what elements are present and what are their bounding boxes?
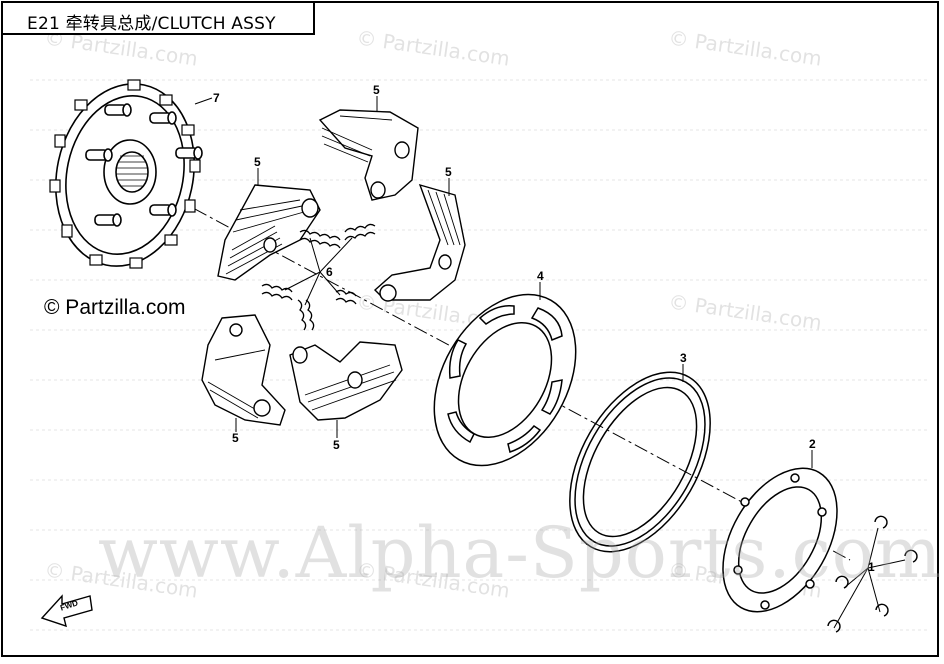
callout-5: 5 <box>333 438 340 452</box>
callout-5: 5 <box>373 83 380 97</box>
callout-2: 2 <box>809 437 816 451</box>
clutch-shoe-part <box>318 109 419 201</box>
callout-1: 1 <box>868 560 875 574</box>
copyright-text: © Partzilla.com <box>44 296 186 319</box>
callout-5: 5 <box>232 431 239 445</box>
friction-ring-part <box>569 371 711 553</box>
watermark-alpha-sports: www.Alpha-Sports.com <box>98 512 943 594</box>
clutch-spring-part <box>261 223 376 331</box>
callout-6: 6 <box>326 265 333 279</box>
callout-7: 7 <box>213 91 220 105</box>
clutch-shoe-part <box>289 341 403 421</box>
callout-5: 5 <box>445 165 452 179</box>
callout-4: 4 <box>537 269 544 283</box>
clutch-shoe-part <box>217 184 321 281</box>
clutch-shoe-part <box>201 314 286 426</box>
retainer-plate-part <box>722 467 838 613</box>
circlip-part <box>827 515 918 633</box>
callout-5: 5 <box>254 155 261 169</box>
page-title: E21 牵转具总成/CLUTCH ASSY <box>27 14 276 34</box>
fwd-arrow-icon <box>40 594 93 628</box>
title-box: E21 牵转具总成/CLUTCH ASSY <box>3 3 315 35</box>
callout-3: 3 <box>680 351 687 365</box>
clutch-shoe-part <box>373 183 466 302</box>
clutch-drum-part <box>433 293 577 467</box>
drive-plate-part <box>49 79 203 269</box>
